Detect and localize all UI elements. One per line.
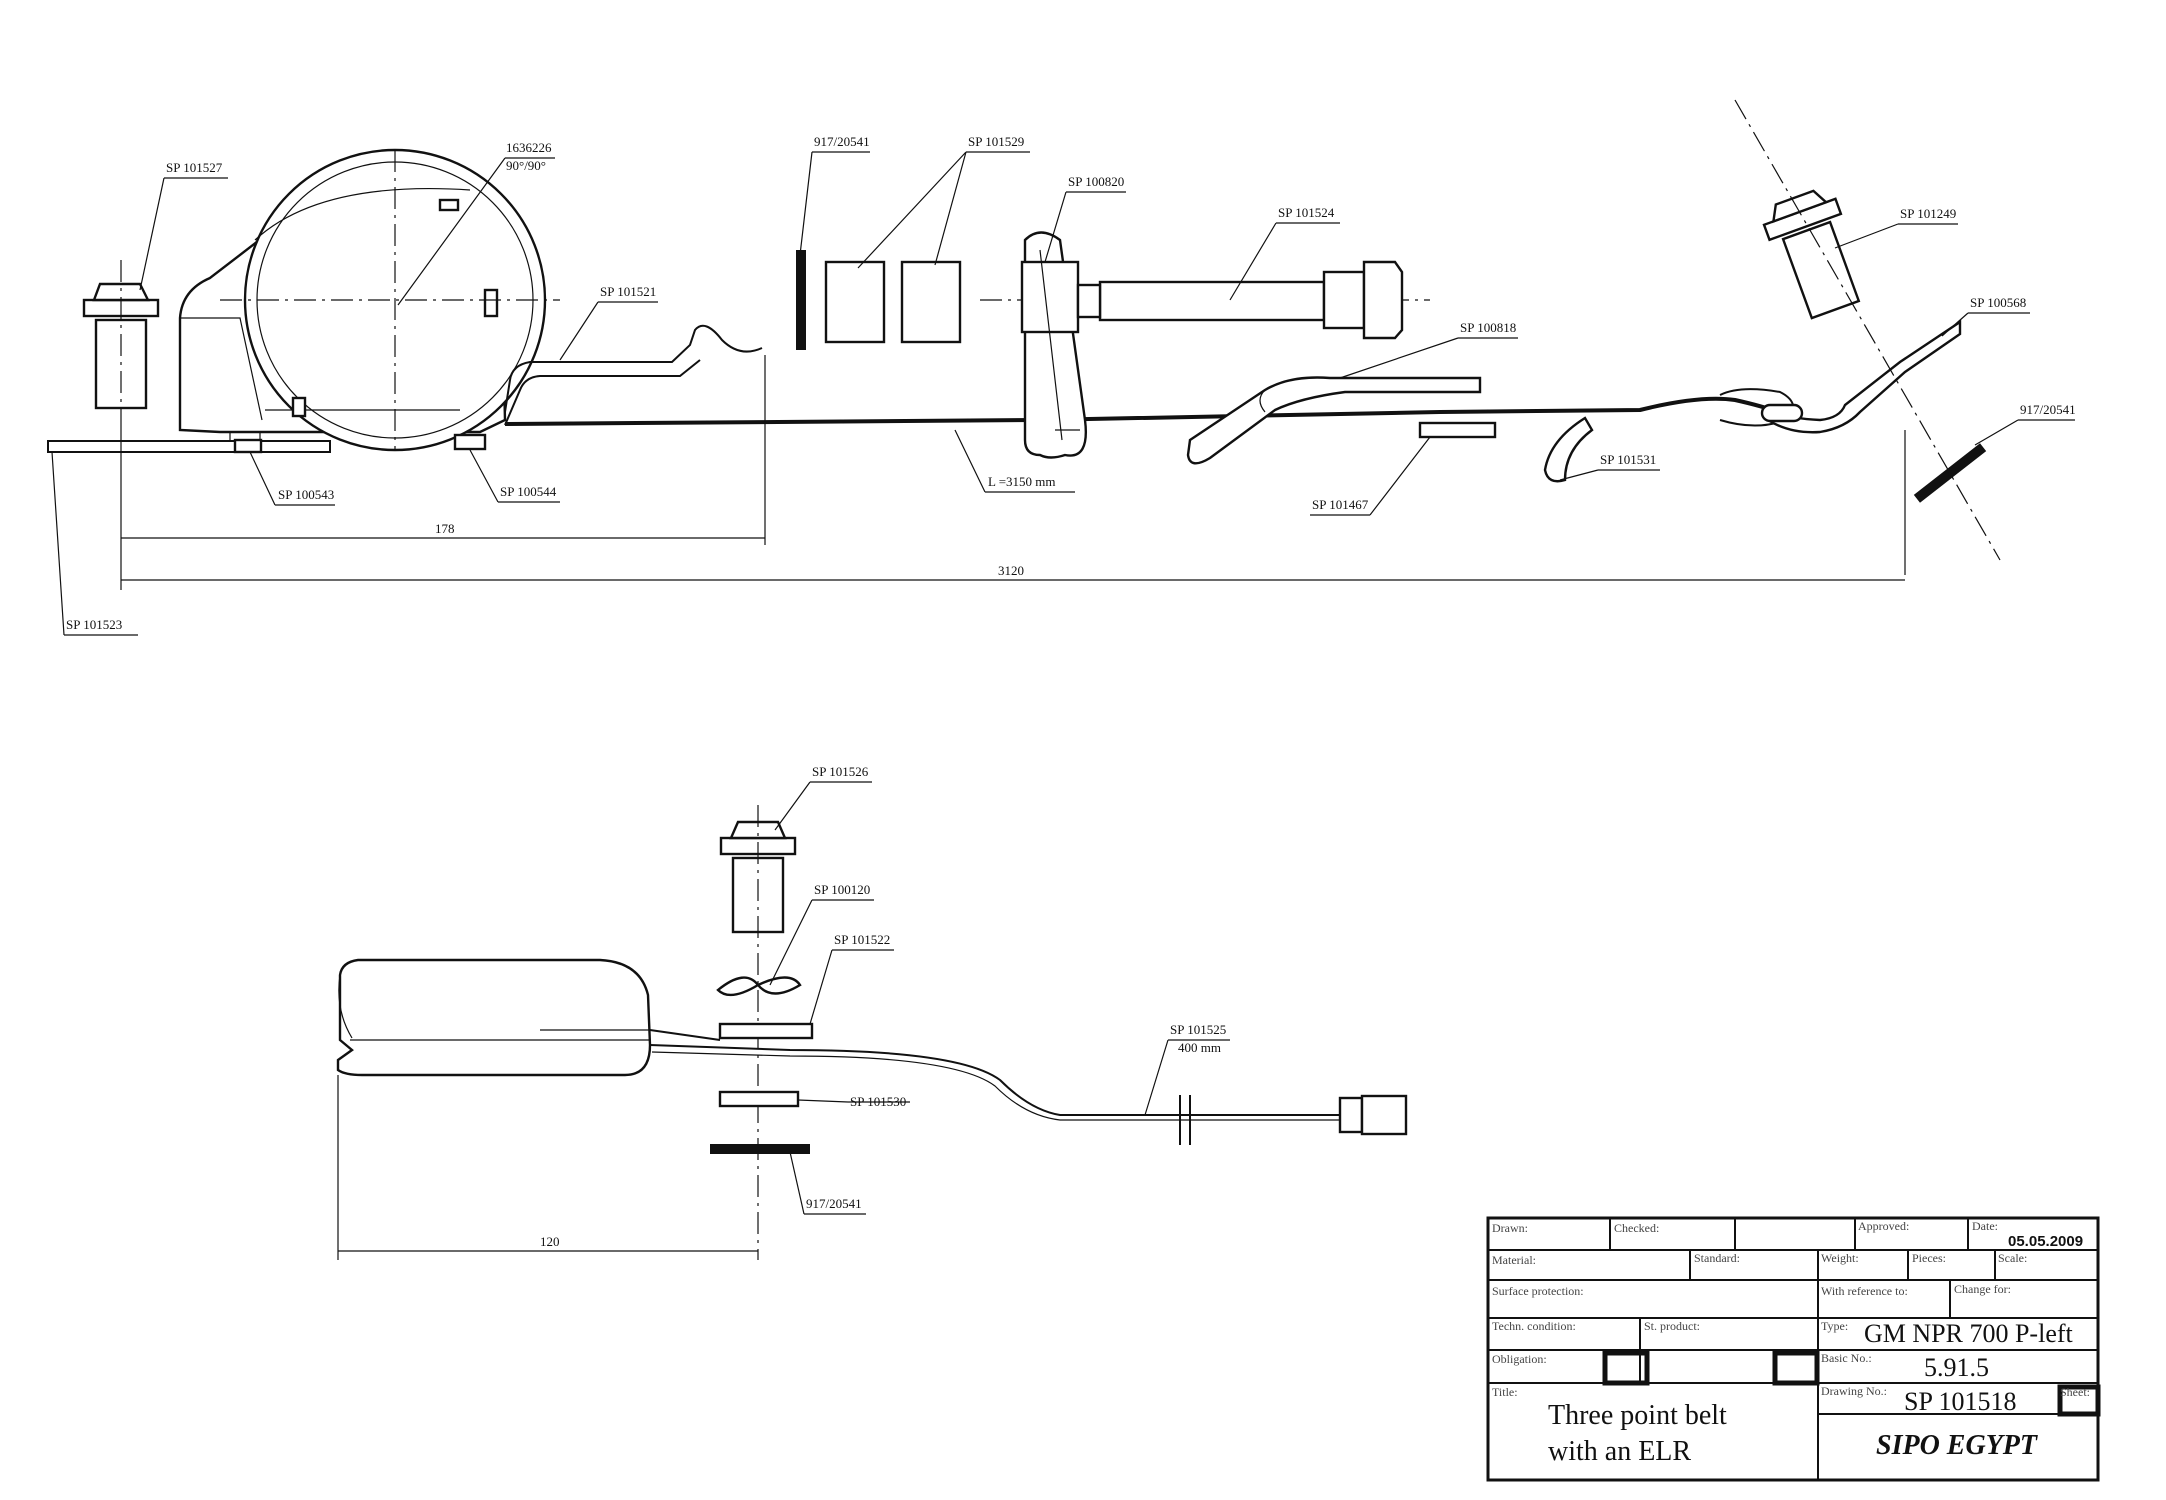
obligation-label: Obligation: (1492, 1352, 1547, 1366)
buckle (1186, 376, 1482, 465)
retractor-housing (178, 148, 560, 452)
cable-connector (1338, 1096, 1364, 1134)
cable-plug (1360, 1094, 1408, 1136)
st-product-label: St. product: (1644, 1319, 1700, 1333)
label-sp101531: SP 101531 (1600, 452, 1656, 467)
company-name: SIPO EGYPT (1876, 1430, 2039, 1461)
bolt-sp101524 (1076, 260, 1404, 340)
belt-guide (504, 324, 763, 426)
label-sp101526: SP 101526 (812, 764, 869, 779)
label-917-c: 917/20541 (806, 1196, 862, 1211)
webbing (504, 396, 1797, 426)
change-label: Change for: (1954, 1282, 2011, 1296)
label-sp100543: SP 100543 (278, 487, 334, 502)
washer-917-top (796, 250, 806, 350)
nut-sp100544 (453, 433, 487, 451)
drawn-label: Drawn: (1492, 1221, 1528, 1235)
d-ring (1020, 231, 1087, 459)
approved-label: Approved: (1858, 1219, 1909, 1233)
standard-label: Standard: (1694, 1251, 1740, 1265)
drawing-title-line2: with an ELR (1548, 1436, 1691, 1467)
drawing-title-line1: Three point belt (1548, 1400, 1727, 1431)
dimension-3120 (120, 430, 1906, 590)
switch-cable (649, 1029, 1340, 1116)
techn-label: Techn. condition: (1492, 1319, 1576, 1333)
obligation-box-1 (1602, 1350, 1650, 1386)
drawing-no-label: Drawing No.: (1821, 1384, 1887, 1398)
retractor-bolt (82, 260, 160, 430)
title-block: Drawn: Checked: Approved: Date: 05.05.20… (1486, 1216, 2101, 1482)
washer-sp101530 (718, 1090, 800, 1108)
label-sp100818: SP 100818 (1460, 320, 1516, 335)
bolt-sp101526 (719, 820, 797, 934)
checked-label: Checked: (1614, 1221, 1659, 1235)
sheet-box (2057, 1384, 2101, 1417)
type-value: GM NPR 700 P-left (1864, 1319, 2074, 1348)
spring-washer (716, 976, 802, 997)
label-sp100120: SP 100120 (814, 882, 870, 897)
label-1636226: 1636226 (506, 140, 552, 155)
upper-bolt (1762, 189, 1861, 320)
scale-label: Scale: (1998, 1251, 2027, 1265)
dimension-3120-value: 3120 (998, 563, 1024, 578)
weight-label: Weight: (1821, 1251, 1859, 1265)
label-sp101527: SP 101527 (166, 160, 223, 175)
label-sp101521: SP 101521 (600, 284, 656, 299)
dimension-178-value: 178 (435, 521, 455, 536)
washer-917-bottom (710, 1144, 810, 1154)
bottom-assembly: SP 101526 SP 100120 SP 101522 SP 101525 … (336, 764, 1408, 1260)
label-sp101524: SP 101524 (1278, 205, 1335, 220)
date-label: Date: (1972, 1219, 1998, 1233)
label-sp100568: SP 100568 (1970, 295, 2026, 310)
spacer-1 (824, 260, 886, 344)
washer-sp101522 (718, 1022, 814, 1040)
dimension-178 (120, 355, 766, 545)
spacer-2 (900, 260, 962, 344)
label-sp101525: SP 101525 (1170, 1022, 1226, 1037)
drawing-no-value: SP 101518 (1904, 1387, 2016, 1416)
pieces-label: Pieces: (1912, 1251, 1946, 1265)
label-sp101467: SP 101467 (1312, 497, 1369, 512)
basic-value: 5.91.5 (1924, 1353, 1989, 1382)
label-sp100544: SP 100544 (500, 484, 557, 499)
label-angle: 90°/90° (506, 158, 546, 173)
clip-sp101467 (1418, 421, 1497, 439)
sheet-label: Sheet: (2060, 1385, 2090, 1399)
washer-917-right (1913, 443, 1987, 503)
date-value: 05.05.2009 (2008, 1233, 2083, 1250)
label-sp101529: SP 101529 (968, 134, 1024, 149)
material-label: Material: (1492, 1253, 1536, 1267)
nut-sp100543 (233, 438, 263, 454)
type-label: Type: (1821, 1319, 1848, 1333)
leaders-top (51, 151, 2075, 636)
reference-label: With reference to: (1821, 1284, 1908, 1298)
label-sp101523: SP 101523 (66, 617, 122, 632)
label-sp101530: SP 101530 (850, 1094, 906, 1109)
label-sp100820: SP 100820 (1068, 174, 1124, 189)
label-sp101522: SP 101522 (834, 932, 890, 947)
obligation-box-2 (1772, 1350, 1820, 1386)
tongue (1543, 416, 1594, 483)
basic-label: Basic No.: (1821, 1351, 1872, 1365)
anchor-plate (47, 429, 331, 453)
buckle-housing (336, 958, 652, 1077)
label-cable-length: 400 mm (1178, 1040, 1221, 1055)
surface-label: Surface protection: (1492, 1284, 1584, 1298)
dimension-120 (337, 1075, 758, 1260)
label-sp101249: SP 101249 (1900, 206, 1956, 221)
anchor-slot (1760, 403, 1804, 423)
dimension-120-value: 120 (540, 1234, 560, 1249)
leaders-bottom (769, 781, 1230, 1215)
label-917-b: 917/20541 (2020, 402, 2076, 417)
label-917-a: 917/20541 (814, 134, 870, 149)
top-assembly: SP 101527 1636226 90°/90° SP 101521 917/… (47, 99, 2076, 636)
label-length: L =3150 mm (988, 474, 1056, 489)
title-label: Title: (1492, 1385, 1518, 1399)
